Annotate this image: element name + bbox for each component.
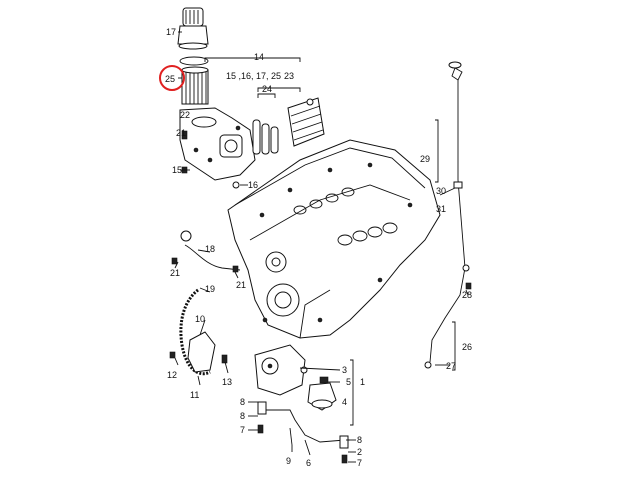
engine-block	[227, 139, 441, 339]
oil-cooler	[287, 97, 325, 147]
label-31: 31	[436, 204, 446, 214]
label-30: 30	[436, 186, 446, 196]
oil-pump	[254, 344, 306, 396]
label-26: 26	[462, 342, 472, 352]
label-14: 14	[254, 52, 264, 62]
chain-tensioner	[187, 331, 216, 373]
label-15-group: 15 ,16, 17, 25	[226, 71, 281, 81]
highlight-circle	[159, 65, 185, 91]
label-8-a: 8	[240, 397, 245, 407]
label-10: 10	[195, 314, 205, 324]
timing-chain	[179, 288, 211, 376]
o-ring	[179, 56, 209, 66]
seal-set	[252, 119, 279, 155]
label-23: 23	[284, 71, 294, 81]
label-24: 24	[262, 84, 272, 94]
leader-lines	[174, 31, 469, 463]
label-13: 13	[222, 377, 232, 387]
label-2: 2	[357, 447, 362, 457]
label-5: 5	[346, 377, 351, 387]
label-25: 25	[165, 74, 175, 84]
label-6: 6	[306, 458, 311, 468]
oil-filter-housing	[179, 107, 256, 181]
oil-pickup	[307, 382, 337, 411]
label-7-right: 7	[357, 458, 362, 468]
label-8-c: 8	[357, 435, 362, 445]
part-labels: 17 14 15 ,16, 17, 25 23 24 25 22 21 15 1…	[165, 27, 472, 468]
label-19: 19	[205, 284, 215, 294]
label-22: 22	[180, 110, 190, 120]
label-21-left: 21	[170, 268, 180, 278]
hose-clip	[180, 230, 192, 242]
label-27: 27	[446, 361, 456, 371]
oil-line	[262, 409, 346, 443]
label-8-b: 8	[240, 411, 245, 421]
label-15: 15	[172, 165, 182, 175]
label-17: 17	[166, 27, 176, 37]
group-brackets	[204, 57, 456, 441]
label-7-left: 7	[240, 425, 245, 435]
label-11: 11	[190, 390, 199, 400]
label-12: 12	[167, 370, 177, 380]
label-18: 18	[205, 244, 215, 254]
label-3: 3	[342, 365, 347, 375]
label-21-right: 21	[236, 280, 246, 290]
label-1: 1	[360, 377, 365, 387]
label-16: 16	[248, 180, 258, 190]
union-fitting	[257, 401, 267, 415]
dipstick-seal	[453, 181, 463, 189]
label-9: 9	[286, 456, 291, 466]
label-29: 29	[420, 154, 430, 164]
breather-hose	[184, 244, 241, 271]
label-28: 28	[462, 290, 472, 300]
label-21-upper: 21	[176, 128, 186, 138]
dipstick-handle	[448, 61, 462, 69]
oil-filter-element	[181, 66, 209, 105]
label-4: 4	[342, 397, 347, 407]
oil-filter-cap	[177, 7, 209, 50]
